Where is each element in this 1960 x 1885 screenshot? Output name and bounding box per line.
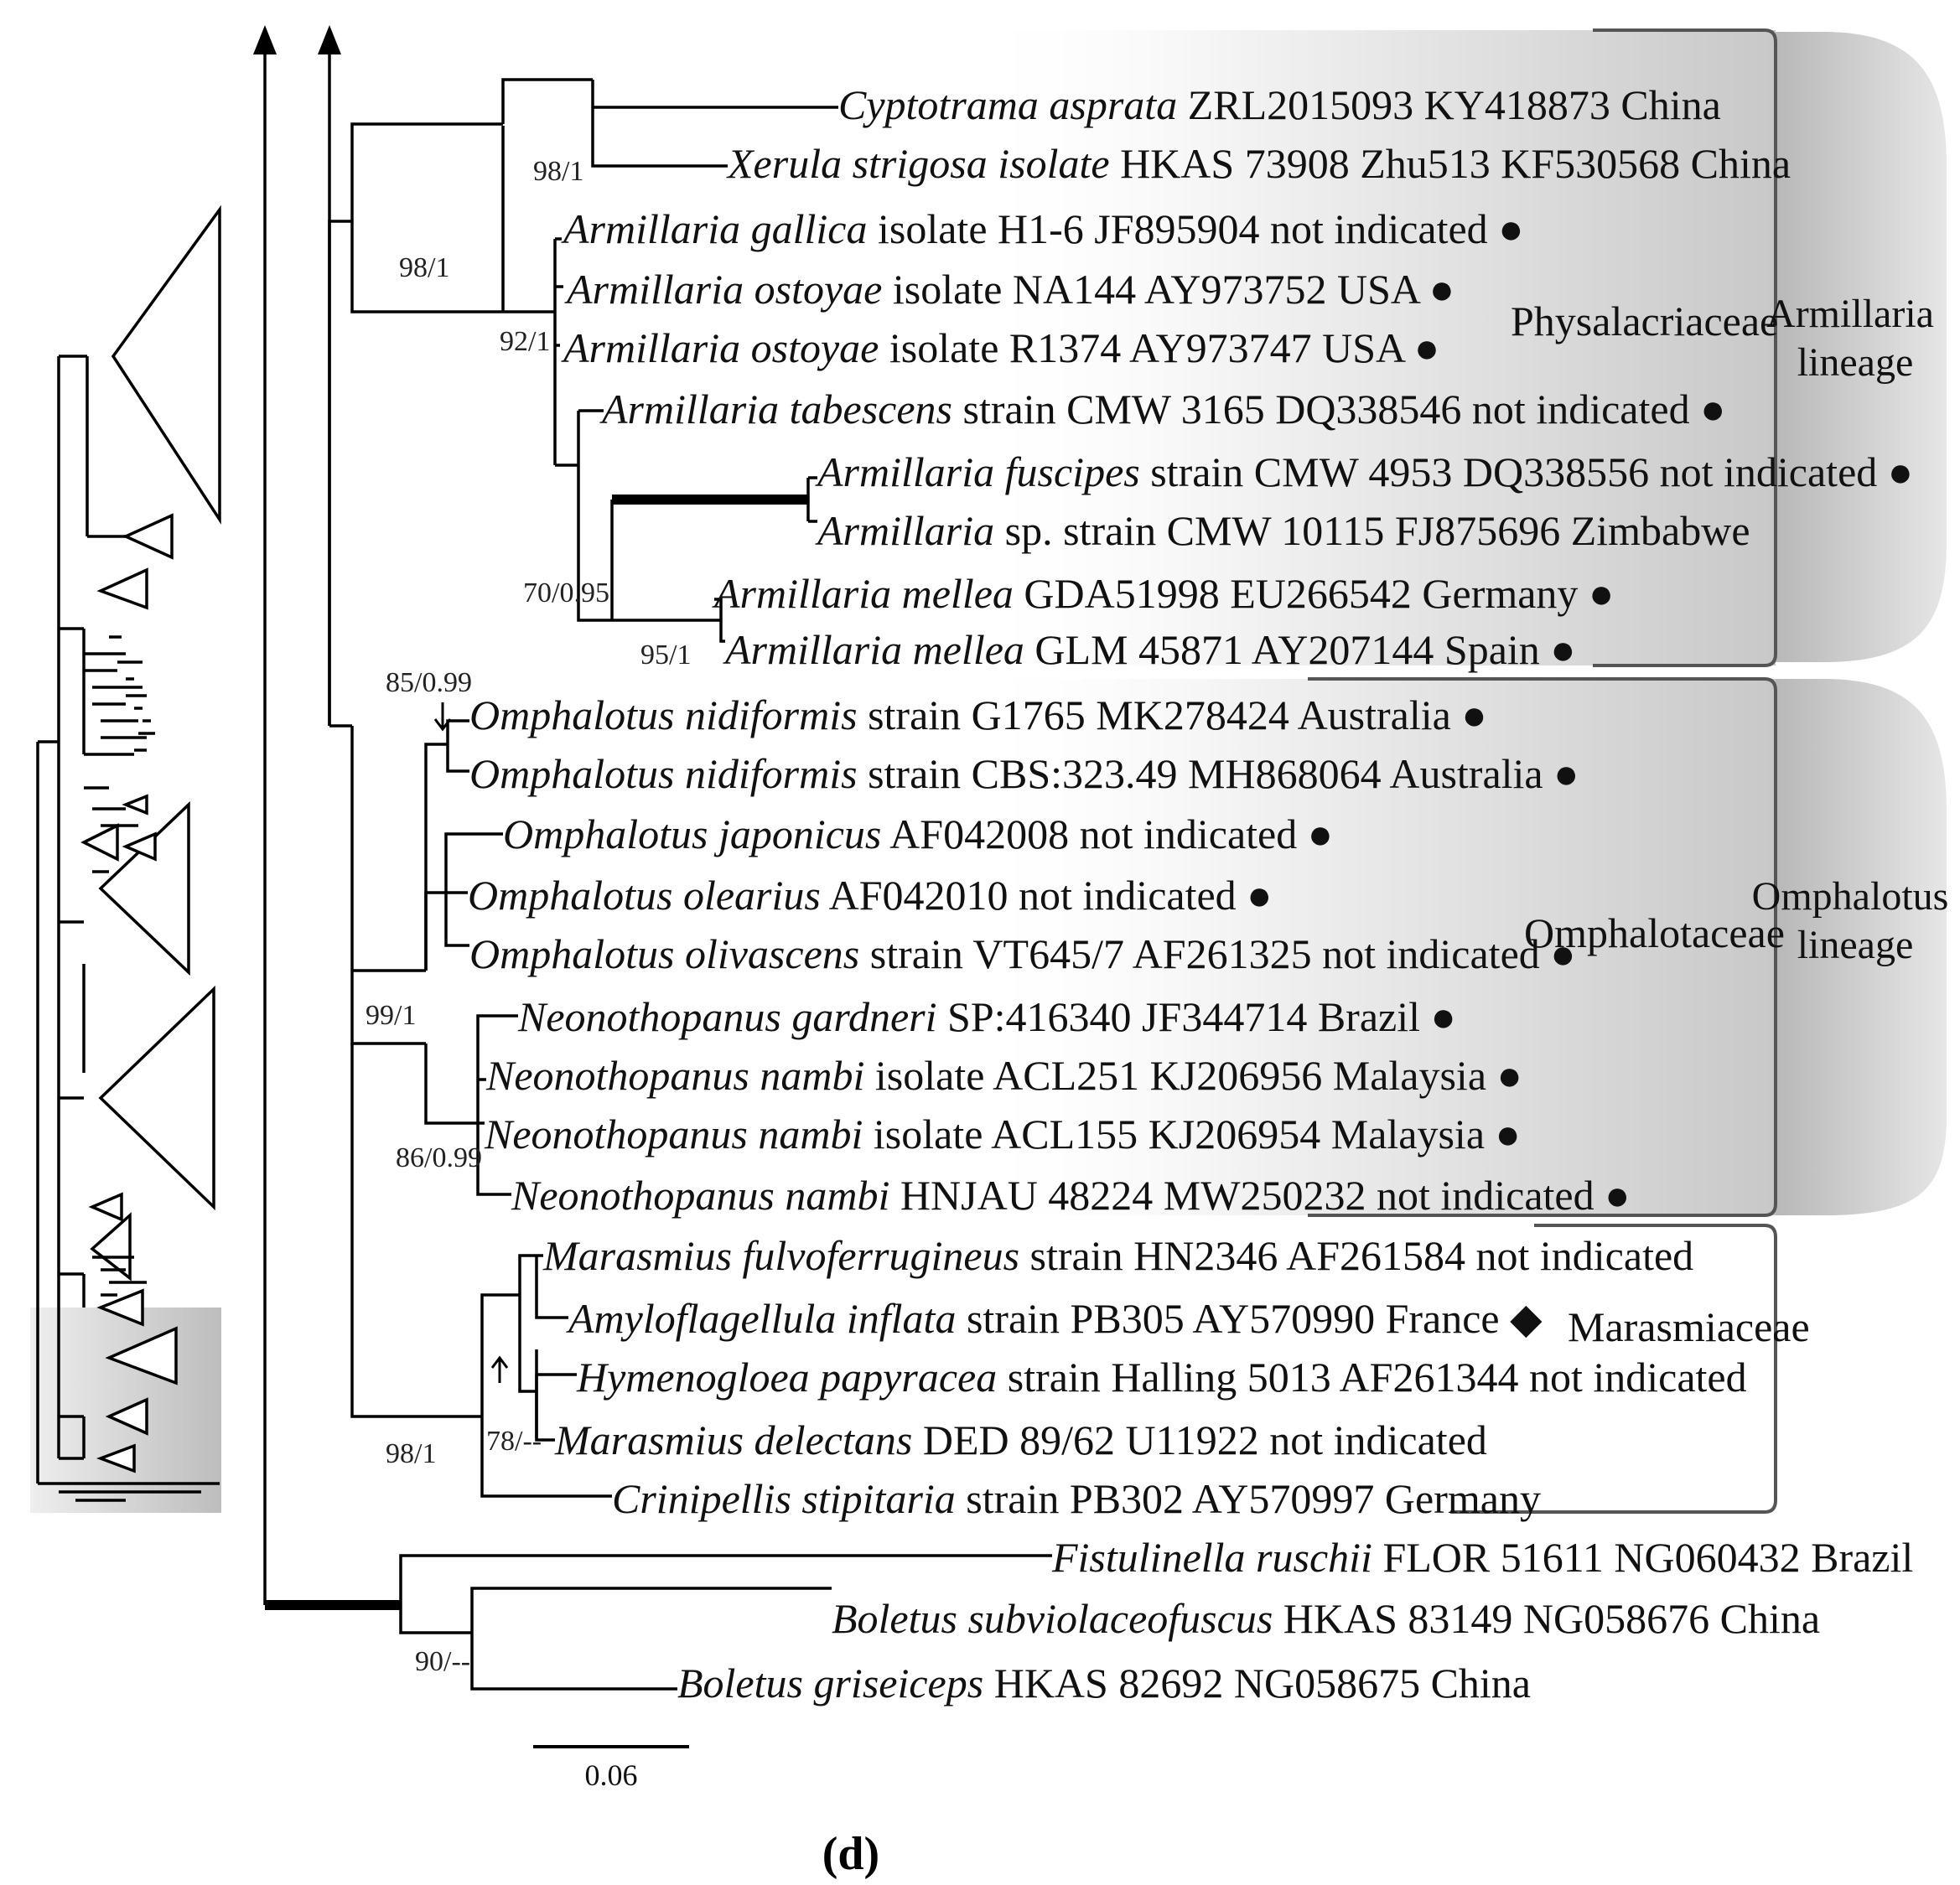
family-label-omphalotaceae: Omphalotaceae (1524, 909, 1785, 956)
support-value: 70/0.95 (523, 577, 609, 608)
overview-tree (30, 205, 221, 1513)
collapsed-clade-triangle (122, 794, 148, 816)
taxon-label: Omphalotus olivascens strain VT645/7 AF2… (469, 930, 1575, 977)
collapsed-clade-triangle (80, 823, 119, 862)
collapsed-clade-triangle (96, 1443, 136, 1473)
taxon-label: Neonothopanus nambi isolate ACL251 KJ206… (485, 1052, 1522, 1099)
taxon-label: Boletus griseiceps HKAS 82692 NG058675 C… (677, 1660, 1531, 1706)
omphalotaceae-box (964, 679, 1776, 1215)
family-label-marasmiaceae: Marasmiaceae (1568, 1303, 1810, 1350)
support-value: 78/-- (486, 1426, 542, 1457)
taxon-label: Xerula strigosa isolate HKAS 73908 Zhu51… (726, 140, 1791, 187)
physalacriaceae-box (964, 30, 1776, 665)
taxon-label: Omphalotus nidiformis strain CBS:323.49 … (469, 750, 1579, 797)
taxon-label: Armillaria gallica isolate H1-6 JF895904… (561, 205, 1523, 252)
collapsed-clade-triangle (96, 567, 148, 610)
support-value: 99/1 (366, 1000, 416, 1031)
taxon-label: Hymenogloea papyracea strain Halling 501… (576, 1354, 1747, 1401)
physalacriaceae-bracket (1593, 28, 1777, 667)
taxon-label: Neonothopanus nambi HNJAU 48224 MW250232… (511, 1172, 1630, 1219)
support-value: 90/-- (415, 1646, 470, 1677)
collapsed-clade-triangle (122, 513, 174, 560)
lineage-shading (964, 28, 1947, 1514)
support-value: 86/0.99 (396, 1142, 482, 1173)
taxon-label: Armillaria mellea GDA51998 EU266542 Germ… (712, 570, 1614, 617)
taxon-label: Armillaria mellea GLM 45871 AY207144 Spa… (723, 626, 1576, 673)
taxon-label: Boletus subviolaceofuscus HKAS 83149 NG0… (832, 1595, 1820, 1642)
support-value: 95/1 (640, 640, 691, 671)
taxon-label: Neonothopanus gardneri SP:416340 JF34471… (517, 993, 1456, 1040)
collapsed-clade-branches (59, 629, 201, 1502)
taxon-label: Armillaria ostoyae isolate R1374 AY97374… (561, 324, 1439, 371)
arrow-up-icon (490, 1355, 509, 1383)
collapsed-clade-triangle (98, 985, 215, 1211)
armillaria-lineage-band (1776, 32, 1947, 662)
taxon-label: Armillaria fuscipes strain CMW 4953 DQ33… (815, 448, 1913, 495)
taxon-labels: Cyptotrama asprata ZRL2015093 KY418873 C… (468, 81, 1913, 1706)
taxon-label: Marasmius delectans DED 89/62 U11922 not… (554, 1416, 1487, 1463)
support-value: 92/1 (500, 326, 550, 357)
support-values: 98/1 98/1 92/1 70/0.95 95/1 85/0.99 99/1… (366, 156, 691, 1677)
taxon-label: Marasmius fulvoferrugineus strain HN2346… (542, 1232, 1693, 1279)
taxon-label: Omphalotus nidiformis strain G1765 MK278… (469, 691, 1487, 738)
taxon-label: Omphalotus olearius AF042010 not indicat… (468, 872, 1272, 919)
taxon-label: Fistulinella ruschii FLOR 51611 NG060432… (1051, 1534, 1913, 1581)
taxon-label: Omphalotus japonicus AF042008 not indica… (503, 810, 1333, 857)
marasmiaceae-bracket (1450, 1224, 1777, 1514)
support-value: 98/1 (399, 252, 449, 283)
lineage-label-omphalotus: Omphalotus lineage (1752, 874, 1959, 967)
scale-bar-label: 0.06 (585, 1758, 638, 1792)
taxon-label: Armillaria ostoyae isolate NA144 AY97375… (564, 266, 1454, 313)
collapsed-clade-triangle (105, 1397, 148, 1436)
omphalotaceae-bracket (1308, 677, 1777, 1217)
arrow-up-icon (253, 25, 277, 54)
taxon-label: Crinipellis stipitaria strain PB302 AY57… (612, 1475, 1541, 1522)
main-tree (265, 78, 1052, 1691)
taxon-label: Armillaria sp. strain CMW 10115 FJ875696… (815, 507, 1750, 554)
family-label-physalacriaceae: Physalacriaceae (1511, 298, 1778, 344)
collapsed-clade-triangle (96, 1288, 144, 1327)
taxon-label: Cyptotrama asprata ZRL2015093 KY418873 C… (838, 81, 1721, 128)
clade-labels: Physalacriaceae Omphalotaceae Marasmiace… (1511, 292, 1959, 1350)
taxon-label: Neonothopanus nambi isolate ACL155 KJ206… (484, 1111, 1521, 1157)
scale-bar: 0.06 (533, 1745, 689, 1792)
support-value: 98/1 (533, 156, 583, 187)
panel-label: (d) (822, 1828, 879, 1880)
support-value: 98/1 (386, 1438, 436, 1469)
collapsed-clade-triangle (122, 831, 157, 862)
collapsed-clade-triangle (111, 205, 221, 525)
omphalotus-lineage-band (1776, 679, 1947, 1215)
taxon-label: Amyloflagellula inflata strain PB305 AY5… (566, 1295, 1543, 1342)
support-value: 85/0.99 (386, 667, 472, 698)
lineage-label-armillaria: Armillaria lineage (1766, 292, 1944, 385)
taxon-label: Armillaria tabescens strain CMW 3165 DQ3… (599, 386, 1725, 432)
collapsed-clade-triangle (88, 1192, 123, 1222)
collapsed-clade-triangle (105, 1326, 178, 1385)
collapsed-clade-triangle (90, 1212, 132, 1282)
arrow-down-icon (433, 702, 452, 732)
arrow-up-icon (318, 25, 341, 54)
